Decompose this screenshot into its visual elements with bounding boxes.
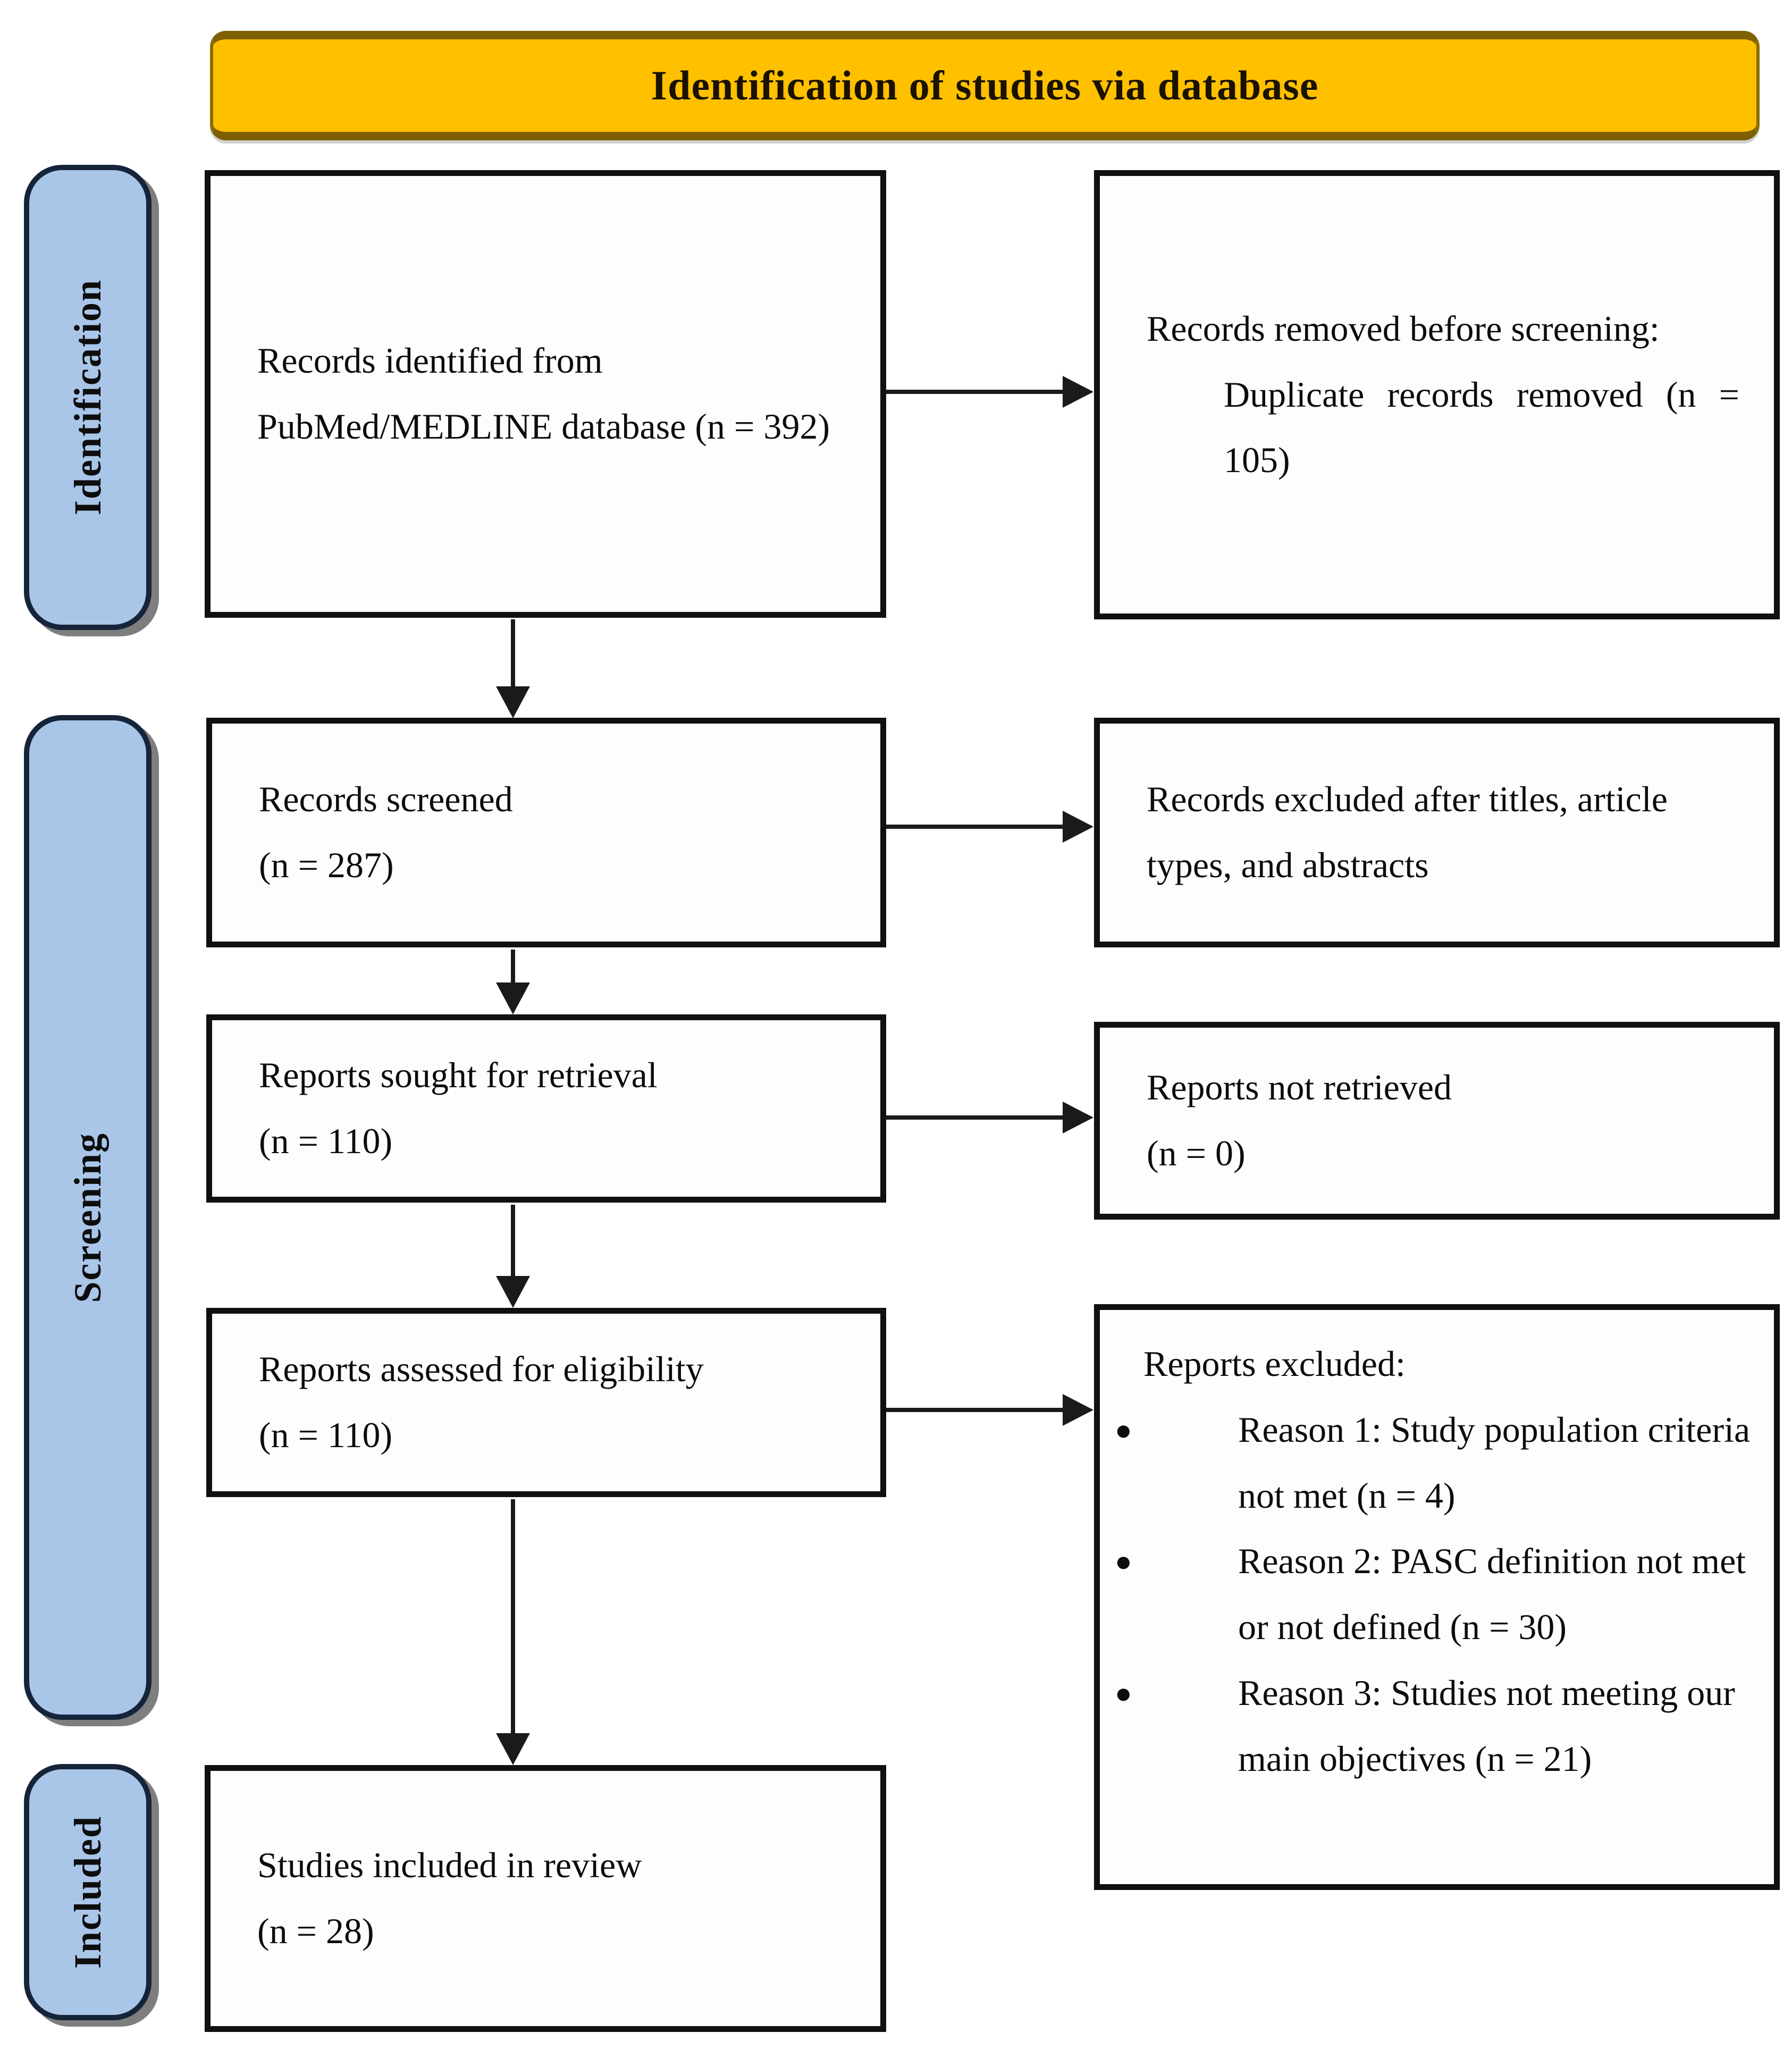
box-records-excluded-text: Records excluded after titles, article t… (1147, 779, 1668, 885)
reason-item-2-text: Reason 2: PASC definition not met or not… (1238, 1541, 1746, 1647)
arrow-sought-to-assessed (492, 1205, 534, 1308)
diagram-title: Identification of studies via database (651, 62, 1319, 108)
arrow-right-icon (1063, 811, 1093, 843)
arrow-screened-to-sought (492, 950, 534, 1014)
arrow-shaft (511, 619, 515, 693)
stage-label-screening-text: Screening (66, 1132, 109, 1303)
box-records-removed: Records removed before screening: Duplic… (1094, 170, 1780, 619)
arrow-shaft (886, 1115, 1070, 1120)
box-reports-assessed-text: Reports assessed for eligibility (259, 1349, 704, 1390)
box-records-identified-text: Records identified from PubMed/MEDLINE d… (257, 340, 830, 447)
arrow-sought-to-not-retrieved (886, 1096, 1093, 1139)
reason-item-2: ● Reason 2: PASC definition not met or n… (1100, 1528, 1774, 1660)
arrow-identified-to-screened (492, 619, 534, 718)
arrow-screened-to-excluded (886, 805, 1093, 848)
box-reports-excluded: Reports excluded: ● Reason 1: Study popu… (1094, 1304, 1780, 1890)
arrow-shaft (886, 1408, 1070, 1412)
box-reports-excluded-heading: Reports excluded: (1143, 1343, 1406, 1384)
stage-label-identification-text: Identification (66, 279, 109, 516)
box-records-removed-heading: Records removed before screening: (1147, 308, 1660, 349)
bullet-icon: ● (1115, 1677, 1132, 1709)
bullet-icon: ● (1115, 1545, 1132, 1578)
box-studies-included: Studies included in review (n = 28) (205, 1765, 886, 2032)
box-reports-assessed: Reports assessed for eligibility (n = 11… (206, 1308, 886, 1497)
box-reports-not-retrieved-count: (n = 0) (1147, 1133, 1246, 1173)
reason-item-1: ● Reason 1: Study population criteria no… (1100, 1397, 1774, 1529)
reason-item-3: ● Reason 3: Studies not meeting our main… (1100, 1660, 1774, 1792)
arrow-shaft (511, 950, 515, 989)
arrow-right-icon (1063, 1102, 1093, 1133)
title-banner: Identification of studies via database (210, 31, 1760, 140)
box-studies-included-count: (n = 28) (257, 1911, 374, 1951)
arrow-down-icon (496, 1733, 530, 1765)
arrow-shaft (511, 1205, 515, 1282)
arrow-down-icon (496, 982, 530, 1014)
reason-item-1-text: Reason 1: Study population criteria not … (1238, 1409, 1751, 1516)
arrow-right-icon (1063, 376, 1093, 408)
box-records-screened: Records screened (n = 287) (206, 718, 886, 947)
stage-label-identification: Identification (24, 165, 152, 630)
arrow-shaft (511, 1499, 515, 1740)
arrow-shaft (886, 825, 1070, 829)
box-duplicates-removed-text: Duplicate records removed (n = 105) (1224, 374, 1739, 481)
arrow-down-icon (496, 686, 530, 718)
box-reports-sought-count: (n = 110) (259, 1121, 393, 1161)
stage-label-included-text: Included (66, 1815, 109, 1969)
box-studies-included-text: Studies included in review (257, 1845, 642, 1886)
arrow-assessed-to-reports-excluded (886, 1389, 1093, 1431)
box-reports-sought-text: Reports sought for retrieval (259, 1055, 658, 1096)
box-records-identified: Records identified from PubMed/MEDLINE d… (205, 170, 886, 618)
box-reports-not-retrieved: Reports not retrieved (n = 0) (1094, 1022, 1780, 1220)
box-reports-assessed-count: (n = 110) (259, 1415, 393, 1455)
stage-label-included: Included (24, 1764, 152, 2020)
arrow-right-icon (1063, 1394, 1093, 1426)
arrow-assessed-to-included (492, 1499, 534, 1765)
reason-item-3-text: Reason 3: Studies not meeting our main o… (1238, 1672, 1735, 1779)
box-records-screened-count: (n = 287) (259, 845, 394, 885)
arrow-down-icon (496, 1276, 530, 1308)
bullet-icon: ● (1115, 1414, 1132, 1446)
arrow-identified-to-removed (886, 371, 1093, 413)
arrow-shaft (886, 390, 1070, 394)
stage-label-screening: Screening (24, 715, 152, 1720)
box-records-screened-text: Records screened (259, 779, 513, 820)
box-reports-sought: Reports sought for retrieval (n = 110) (206, 1014, 886, 1203)
box-reports-not-retrieved-text: Reports not retrieved (1147, 1067, 1452, 1108)
box-records-excluded: Records excluded after titles, article t… (1094, 718, 1780, 947)
